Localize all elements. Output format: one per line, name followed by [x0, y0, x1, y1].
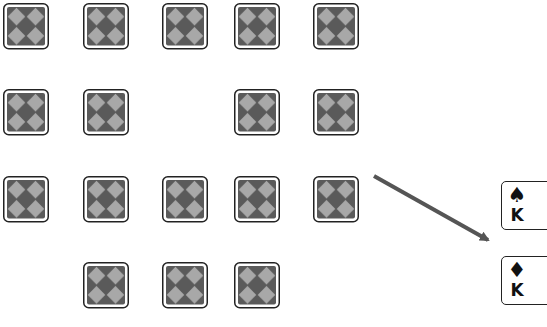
suit-symbol: ♦ — [507, 260, 527, 281]
card-rank: K — [507, 282, 527, 299]
suit-symbol: ♠ — [507, 185, 527, 206]
card-rank: K — [507, 207, 527, 224]
face-up-card: ♠K — [501, 181, 547, 230]
face-up-card: ♦K — [501, 256, 547, 305]
face-down-cards — [4, 4, 359, 308]
deal-arrow — [374, 176, 488, 240]
